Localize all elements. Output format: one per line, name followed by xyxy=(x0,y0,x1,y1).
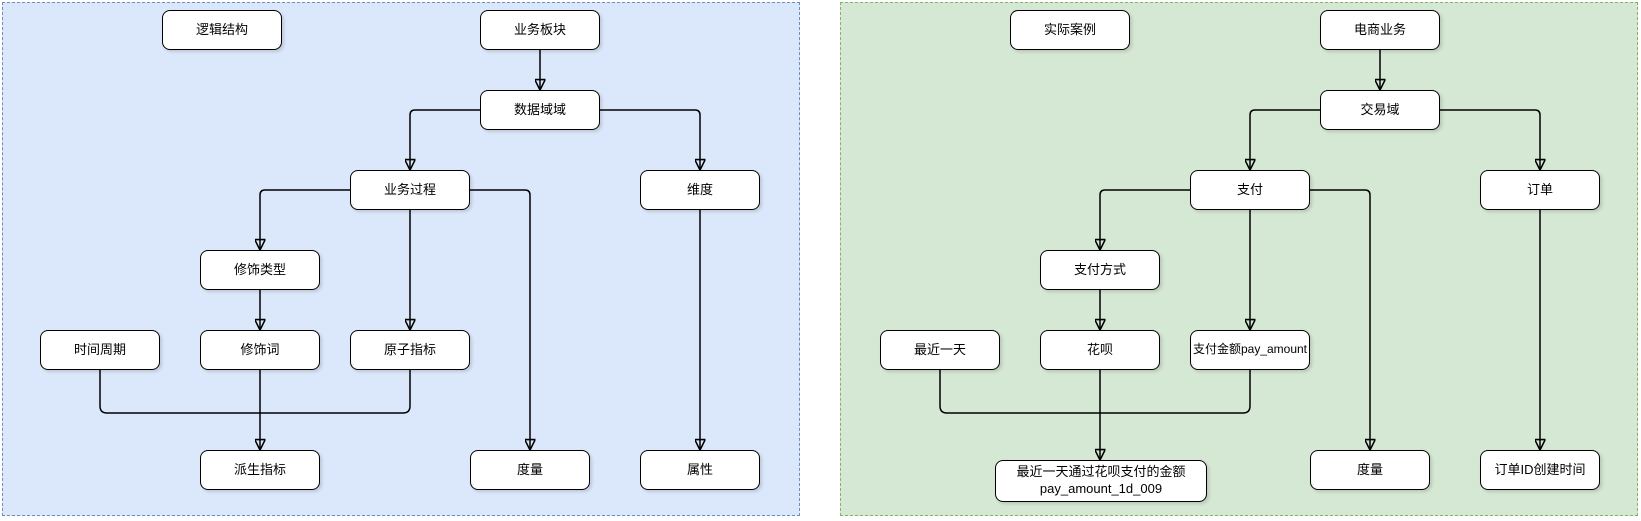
node-modifier-word[interactable]: 修饰词 xyxy=(200,330,320,370)
node-attribute[interactable]: 属性 xyxy=(640,450,760,490)
node-huabei-label: 花呗 xyxy=(1086,341,1113,357)
node-pay-amount-label: 支付金额pay_amount xyxy=(1192,342,1308,357)
node-measure-left[interactable]: 度量 xyxy=(470,450,590,490)
node-attribute-label: 属性 xyxy=(686,461,713,477)
node-order-id-created-time[interactable]: 订单ID创建时间 xyxy=(1480,450,1600,490)
node-derived-metric[interactable]: 派生指标 xyxy=(200,450,320,490)
node-time-period-label: 时间周期 xyxy=(73,341,126,357)
node-huabei[interactable]: 花呗 xyxy=(1040,330,1160,370)
node-payment[interactable]: 支付 xyxy=(1190,170,1310,210)
node-atomic-metric-label: 原子指标 xyxy=(383,341,436,357)
node-business-module[interactable]: 业务板块 xyxy=(480,10,600,50)
node-dimension[interactable]: 维度 xyxy=(640,170,760,210)
node-data-domain[interactable]: 数据域域 xyxy=(480,90,600,130)
node-payment-method-label: 支付方式 xyxy=(1073,261,1126,277)
node-derived-pay-amount[interactable]: 最近一天通过花呗支付的金额 pay_amount_1d_009 xyxy=(995,460,1207,502)
node-modifier-word-label: 修饰词 xyxy=(240,341,280,357)
node-order-id-created-time-label: 订单ID创建时间 xyxy=(1494,461,1586,477)
node-logical-structure-title[interactable]: 逻辑结构 xyxy=(162,10,282,50)
node-order[interactable]: 订单 xyxy=(1480,170,1600,210)
logical-structure-panel[interactable] xyxy=(2,2,800,516)
node-actual-case-title[interactable]: 实际案例 xyxy=(1010,10,1130,50)
node-business-process[interactable]: 业务过程 xyxy=(350,170,470,210)
actual-case-panel[interactable] xyxy=(840,2,1638,516)
node-payment-label: 支付 xyxy=(1236,181,1263,197)
node-ecommerce-business-label: 电商业务 xyxy=(1353,21,1406,37)
node-business-process-label: 业务过程 xyxy=(383,181,436,197)
node-pay-amount[interactable]: 支付金额pay_amount xyxy=(1190,330,1310,370)
node-last-one-day-label: 最近一天 xyxy=(913,341,966,357)
node-derived-pay-amount-line1: 最近一天通过花呗支付的金额 xyxy=(1016,464,1186,480)
node-transaction-domain-label: 交易域 xyxy=(1360,101,1400,117)
node-measure-left-label: 度量 xyxy=(516,461,543,477)
node-data-domain-label: 数据域域 xyxy=(513,101,566,117)
node-dimension-label: 维度 xyxy=(686,181,713,197)
node-modifier-type[interactable]: 修饰类型 xyxy=(200,250,320,290)
node-ecommerce-business[interactable]: 电商业务 xyxy=(1320,10,1440,50)
node-atomic-metric[interactable]: 原子指标 xyxy=(350,330,470,370)
node-measure-right[interactable]: 度量 xyxy=(1310,450,1430,490)
node-payment-method[interactable]: 支付方式 xyxy=(1040,250,1160,290)
node-business-module-label: 业务板块 xyxy=(513,21,566,37)
node-order-label: 订单 xyxy=(1526,181,1553,197)
node-last-one-day[interactable]: 最近一天 xyxy=(880,330,1000,370)
node-derived-pay-amount-line2: pay_amount_1d_009 xyxy=(1039,481,1163,496)
node-time-period[interactable]: 时间周期 xyxy=(40,330,160,370)
node-derived-metric-label: 派生指标 xyxy=(233,461,286,477)
node-modifier-type-label: 修饰类型 xyxy=(233,261,286,277)
node-actual-case-title-label: 实际案例 xyxy=(1043,21,1096,37)
node-transaction-domain[interactable]: 交易域 xyxy=(1320,90,1440,130)
node-logical-structure-title-label: 逻辑结构 xyxy=(195,21,248,37)
node-measure-right-label: 度量 xyxy=(1356,461,1383,477)
